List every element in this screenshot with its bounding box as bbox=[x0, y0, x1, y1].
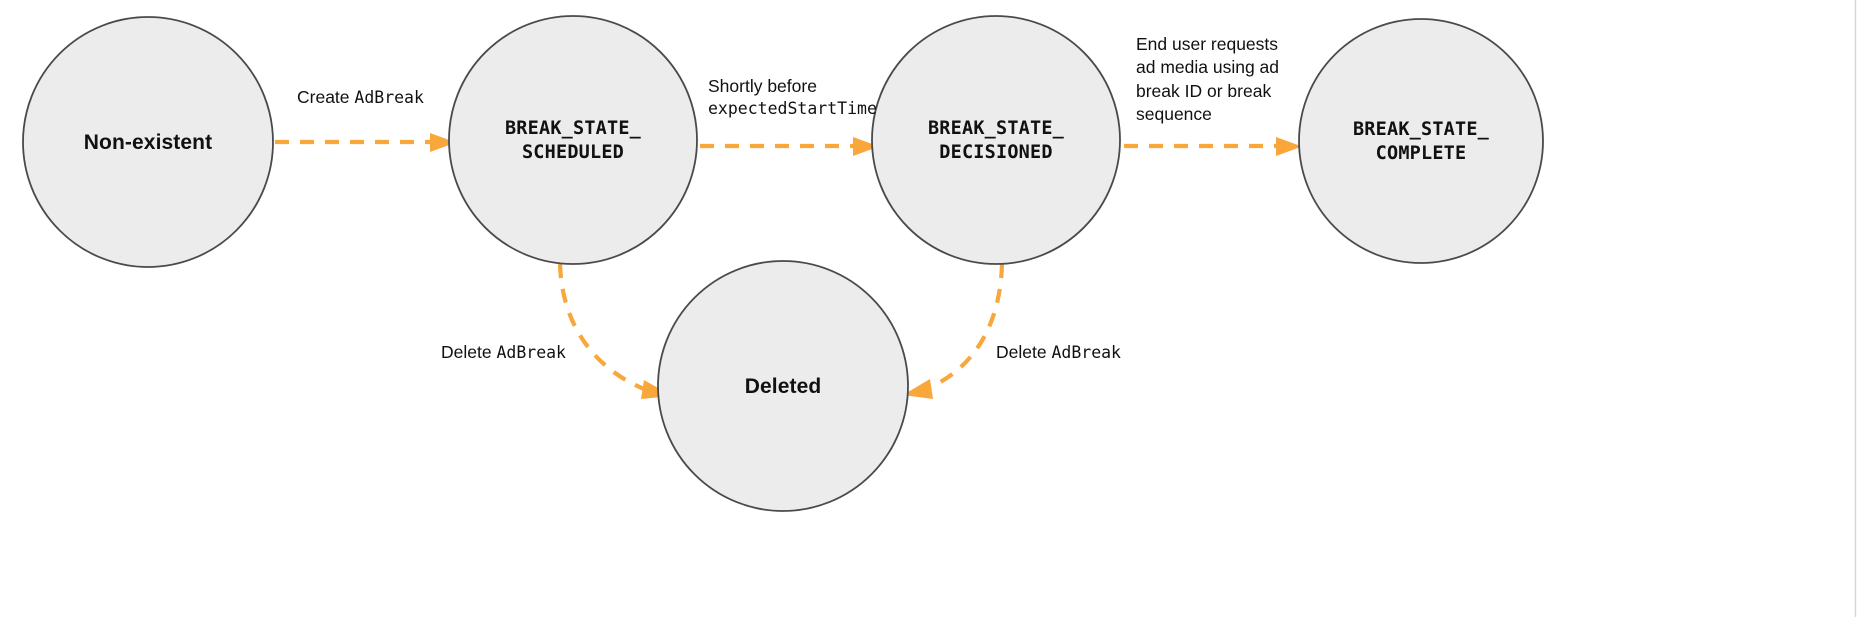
node-break-state-complete[interactable] bbox=[1298, 18, 1544, 264]
node-non-existent[interactable] bbox=[22, 16, 274, 268]
edge-delete-adbreak-right-line bbox=[917, 263, 1005, 394]
edge-delete-adbreak-right bbox=[903, 263, 1005, 399]
edge-shortly-before bbox=[700, 137, 879, 156]
edge-delete-adbreak-left-line bbox=[557, 263, 656, 395]
edge-delete-adbreak-left bbox=[557, 263, 672, 399]
edge-create-adbreak bbox=[275, 133, 456, 152]
edge-end-user-requests bbox=[1124, 137, 1302, 156]
edge-shortly-before-arrowhead bbox=[853, 137, 879, 156]
node-deleted[interactable] bbox=[657, 260, 909, 512]
node-break-state-decisioned[interactable] bbox=[871, 15, 1121, 265]
node-break-state-scheduled[interactable] bbox=[448, 15, 698, 265]
edge-end-user-requests-arrowhead bbox=[1276, 137, 1302, 156]
edge-delete-adbreak-right-arrowhead bbox=[903, 379, 933, 399]
edge-create-adbreak-arrowhead bbox=[430, 133, 456, 152]
